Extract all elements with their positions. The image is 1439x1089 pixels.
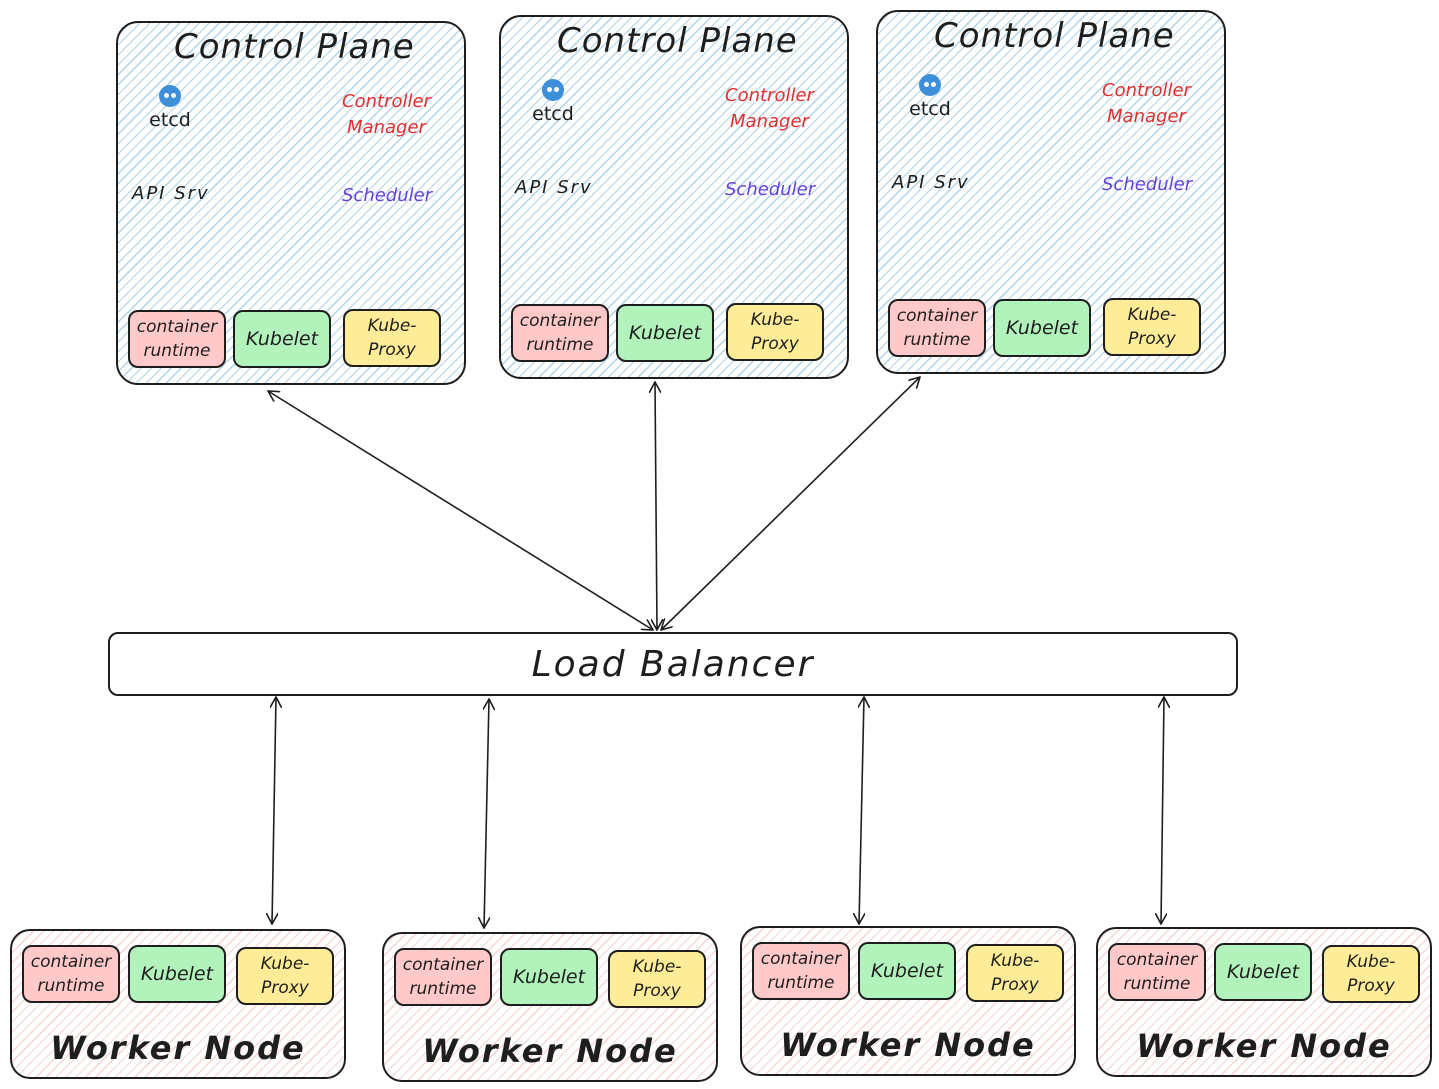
container-runtime-box: container runtime xyxy=(888,299,986,357)
kube-proxy-line2: Proxy xyxy=(1128,329,1176,349)
kube-proxy-line1: Kube- xyxy=(990,951,1040,971)
worker-node-1: container runtime Kubelet Kube- Proxy Work… xyxy=(10,929,346,1079)
kube-proxy-line2: Proxy xyxy=(1347,976,1395,996)
control-plane-title: Control Plane xyxy=(174,27,415,67)
kubelet-box: Kubelet xyxy=(616,304,714,362)
etcd-node: etcd xyxy=(528,79,578,125)
api-server: API Srv xyxy=(892,172,970,193)
scheduler: Scheduler xyxy=(342,185,433,206)
control-plane-3: Control Plane etcd Controller Manager AP… xyxy=(876,10,1226,374)
kube-proxy-line2: Proxy xyxy=(633,981,681,1001)
etcd-logo-icon xyxy=(542,79,564,101)
container-runtime-box: container runtime xyxy=(22,945,120,1003)
container-runtime-line1: container xyxy=(30,952,112,972)
kube-proxy-line1: Kube- xyxy=(260,954,310,974)
worker-node-4: container runtime Kubelet Kube- Proxy Work… xyxy=(1096,927,1432,1077)
container-runtime-box: container runtime xyxy=(394,948,492,1006)
controller-manager-line1: Controller xyxy=(1102,80,1191,101)
container-runtime-box: container runtime xyxy=(128,310,226,368)
kube-proxy-line2: Proxy xyxy=(991,975,1039,995)
kube-proxy-box: Kube- Proxy xyxy=(966,944,1064,1002)
container-runtime-line1: container xyxy=(760,949,842,969)
controller-manager-line1: Controller xyxy=(342,91,431,112)
arrow-loadbalancer-worker4 xyxy=(1161,697,1164,924)
arrow-cp2-loadbalancer xyxy=(655,382,657,630)
container-runtime-line2: runtime xyxy=(767,973,835,993)
scheduler: Scheduler xyxy=(725,179,816,200)
container-runtime-line2: runtime xyxy=(903,330,971,350)
control-plane-2: Control Plane etcd Controller Manager AP… xyxy=(499,15,849,379)
control-plane-title: Control Plane xyxy=(557,21,798,61)
container-runtime-line1: container xyxy=(1116,950,1198,970)
api-server: API Srv xyxy=(515,177,593,198)
kube-proxy-line1: Kube- xyxy=(367,316,417,336)
worker-node-title: Worker Node xyxy=(1136,1027,1392,1065)
controller-manager: Controller Manager xyxy=(342,89,431,141)
worker-node-title: Worker Node xyxy=(50,1029,306,1067)
kube-proxy-box: Kube- Proxy xyxy=(236,947,334,1005)
kube-proxy-line1: Kube- xyxy=(750,310,800,330)
controller-manager-line2: Manager xyxy=(1107,106,1186,127)
worker-node-3: container runtime Kubelet Kube- Proxy Work… xyxy=(740,926,1076,1076)
kube-proxy-box: Kube- Proxy xyxy=(608,950,706,1008)
container-runtime-line1: container xyxy=(519,311,601,331)
kubelet-box: Kubelet xyxy=(500,948,598,1006)
kubelet-box: Kubelet xyxy=(1214,943,1312,1001)
kubelet-box: Kubelet xyxy=(233,310,331,368)
etcd-label: etcd xyxy=(532,103,574,125)
kube-proxy-line2: Proxy xyxy=(751,334,799,354)
controller-manager-line2: Manager xyxy=(347,117,426,138)
etcd-label: etcd xyxy=(909,98,951,120)
load-balancer-label: Load Balancer xyxy=(531,643,815,685)
kube-proxy-box: Kube- Proxy xyxy=(343,309,441,367)
container-runtime-line1: container xyxy=(136,317,218,337)
kube-proxy-line1: Kube- xyxy=(1346,952,1396,972)
kubelet-box: Kubelet xyxy=(858,942,956,1000)
arrow-loadbalancer-worker1 xyxy=(272,697,276,924)
kube-proxy-box: Kube- Proxy xyxy=(1103,298,1201,356)
load-balancer: Load Balancer xyxy=(108,632,1238,696)
etcd-label: etcd xyxy=(149,109,191,131)
container-runtime-box: container runtime xyxy=(1108,943,1206,1001)
container-runtime-line1: container xyxy=(402,955,484,975)
kubelet-box: Kubelet xyxy=(128,945,226,1003)
etcd-logo-icon xyxy=(919,74,941,96)
arrow-loadbalancer-worker3 xyxy=(859,697,864,924)
api-server: API Srv xyxy=(132,183,210,204)
kube-proxy-line1: Kube- xyxy=(1127,305,1177,325)
etcd-node: etcd xyxy=(145,85,195,131)
kube-proxy-line2: Proxy xyxy=(261,978,309,998)
controller-manager: Controller Manager xyxy=(1102,78,1191,130)
container-runtime-line2: runtime xyxy=(37,976,105,996)
controller-manager-line1: Controller xyxy=(725,85,814,106)
container-runtime-line2: runtime xyxy=(143,341,211,361)
container-runtime-box: container runtime xyxy=(511,304,609,362)
control-plane-1: Control Plane etcd Controller Manager AP… xyxy=(116,21,466,385)
kube-proxy-box: Kube- Proxy xyxy=(1322,945,1420,1003)
container-runtime-box: container runtime xyxy=(752,942,850,1000)
controller-manager-line2: Manager xyxy=(730,111,809,132)
etcd-logo-icon xyxy=(159,85,181,107)
worker-node-title: Worker Node xyxy=(780,1026,1036,1064)
etcd-node: etcd xyxy=(905,74,955,120)
controller-manager: Controller Manager xyxy=(725,83,814,135)
kubelet-box: Kubelet xyxy=(993,299,1091,357)
container-runtime-line2: runtime xyxy=(526,335,594,355)
kube-proxy-line1: Kube- xyxy=(632,957,682,977)
kube-proxy-line2: Proxy xyxy=(368,340,416,360)
kube-proxy-box: Kube- Proxy xyxy=(726,303,824,361)
container-runtime-line2: runtime xyxy=(409,979,477,999)
arrow-cp3-loadbalancer xyxy=(661,377,920,630)
worker-node-2: container runtime Kubelet Kube- Proxy Work… xyxy=(382,932,718,1082)
container-runtime-line2: runtime xyxy=(1123,974,1191,994)
arrow-loadbalancer-worker2 xyxy=(484,699,489,928)
control-plane-title: Control Plane xyxy=(934,16,1175,56)
worker-node-title: Worker Node xyxy=(422,1032,678,1070)
scheduler: Scheduler xyxy=(1102,174,1193,195)
arrow-cp1-loadbalancer xyxy=(268,391,653,630)
container-runtime-line1: container xyxy=(896,306,978,326)
